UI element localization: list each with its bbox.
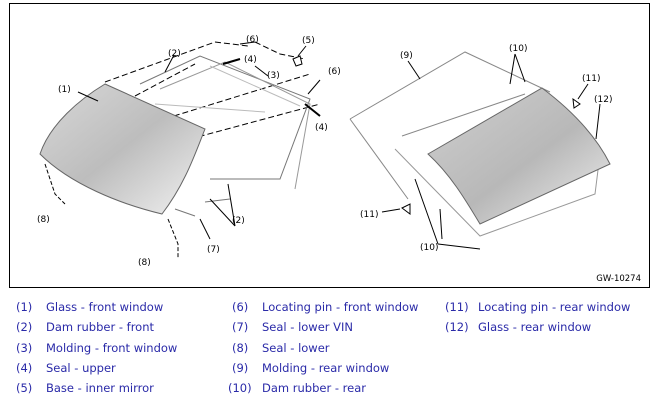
rear-window-assembly [349,51,611,250]
legend-item: (2) Dam rubber - front [16,320,154,334]
assembly-line-2 [214,41,249,47]
leader-10a [509,53,526,85]
front-molding [159,61,311,190]
leader-3 [254,65,269,77]
callout-4a: (4) [244,55,257,65]
rear-molding [349,51,551,120]
leader-5 [297,45,307,57]
parts-legend: (1) Glass - front window (2) Dam rubber … [0,296,656,400]
legend-item: (4) Seal - upper [16,361,116,375]
rear-dam-rubber [394,148,601,237]
leader-1 [77,91,99,102]
front-dam-rubber [139,55,311,180]
seal-lower-vin [174,208,196,217]
figure-code: GW-10274 [596,274,641,284]
legend-item: (7) Seal - lower VIN [232,320,353,334]
callout-9: (9) [400,51,413,61]
legend-label: Dam rubber - front [46,320,154,334]
legend-number: (4) [16,361,33,375]
inner-mirror-base [292,55,303,67]
leader-6a [239,41,256,45]
leader-11a [577,83,589,100]
leader-6b [307,79,321,95]
legend-label: Base - inner mirror [46,381,154,395]
leader-12 [595,103,601,140]
seal-upper-piece-a [222,58,241,65]
legend-number: (1) [16,300,33,314]
callout-5: (5) [302,36,315,46]
callout-10b: (10) [420,243,438,253]
callout-4b: (4) [315,123,328,133]
legend-label: Dam rubber - rear [262,381,366,395]
rear-locating-pin-left [401,203,411,215]
legend-label: Glass - front window [46,300,164,314]
rear-dam-rubber-top [401,93,526,137]
callout-11a: (11) [582,74,600,84]
legend-label: Molding - rear window [262,361,390,375]
legend-label: Seal - lower VIN [262,320,354,334]
legend-label: Seal - upper [46,361,116,375]
legend-number: (5) [16,381,33,395]
legend-number: (12) [445,320,469,334]
leader-8b [167,218,179,259]
front-window-assembly [39,41,321,259]
legend-number: (8) [232,341,249,355]
callout-3: (3) [267,71,280,81]
rear-molding-side [349,118,409,200]
rear-locating-pin-right [572,97,581,109]
callout-8b: (8) [138,258,151,268]
legend-item: (11) Locating pin - rear window [445,300,630,314]
legend-item: (12) Glass - rear window [445,320,591,334]
legend-item: (5) Base - inner mirror [16,381,154,395]
legend-number: (6) [232,300,249,314]
legend-number: (2) [16,320,33,334]
leader-8a [44,163,66,205]
callout-6b: (6) [328,67,341,77]
seal-upper-piece-b [304,103,321,117]
callout-2a: (2) [168,49,181,59]
legend-item: (8) Seal - lower [232,341,330,355]
legend-item: (3) Molding - front window [16,341,177,355]
legend-number: (9) [232,361,249,375]
legend-item: (6) Locating pin - front window [232,300,418,314]
leader-2b [209,183,236,227]
front-glass [39,83,206,215]
legend-item: (9) Molding - rear window [232,361,389,375]
front-seal-guide [154,103,266,113]
leader-2a [164,54,175,73]
leader-11b [381,208,401,213]
legend-number: (10) [228,381,252,395]
legend-label: Locating pin - rear window [478,300,631,314]
rear-glass [427,87,611,225]
callout-1: (1) [58,85,71,95]
diagram-drawing: (1) (2) (2) (3) (4) (4) (5) (6) (6) (7) … [37,35,612,268]
legend-number: (3) [16,341,33,355]
callout-8a: (8) [37,215,50,225]
parts-diagram: (1) (2) (2) (3) (4) (4) (5) (6) (6) (7) … [9,3,650,288]
callout-2b: (2) [232,216,245,226]
legend-label: Molding - front window [46,341,178,355]
leader-7 [199,218,211,240]
leader-9 [407,60,421,80]
callout-11b: (11) [360,210,378,220]
assembly-line-1 [104,41,216,83]
assembly-line-6 [254,41,306,60]
legend-label: Glass - rear window [478,320,592,334]
assembly-line-5 [189,103,321,140]
legend-number: (7) [232,320,249,334]
assembly-line-3 [134,63,196,97]
callout-6a: (6) [246,35,259,45]
callout-7: (7) [207,245,220,255]
front-molding-inner [209,65,301,107]
callout-10a: (10) [509,44,527,54]
seal-lower-vin-2 [204,198,231,203]
leader-10b [414,178,481,250]
legend-number: (11) [445,300,469,314]
callout-12: (12) [594,95,612,105]
legend-item: (1) Glass - front window [16,300,163,314]
legend-item: (10) Dam rubber - rear [228,381,366,395]
legend-label: Seal - lower [262,341,330,355]
legend-label: Locating pin - front window [262,300,419,314]
callout-labels: (1) (2) (2) (3) (4) (4) (5) (6) (6) (7) … [37,35,612,268]
